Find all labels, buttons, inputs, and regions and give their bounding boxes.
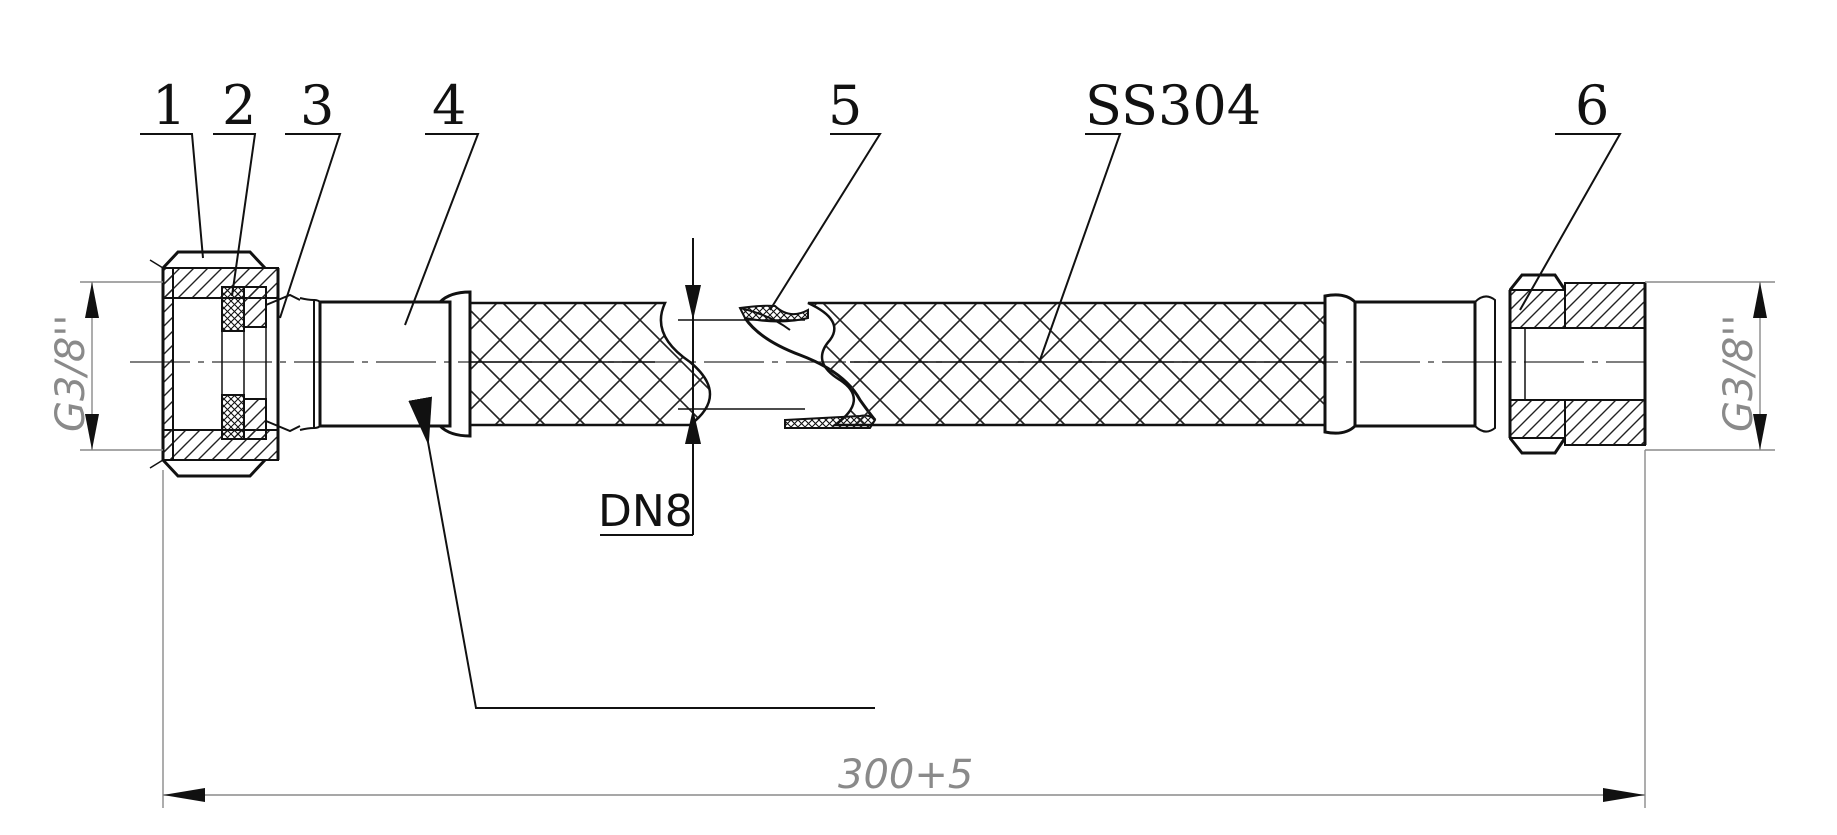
callout-5: 5	[828, 74, 862, 137]
callout-3: 3	[300, 74, 334, 137]
left-thread-dimension	[80, 281, 163, 451]
right-ferrule	[1323, 293, 1496, 435]
right-fitting	[1508, 273, 1647, 455]
left-thread-label: G3/8''	[48, 315, 94, 432]
callout-ss304: SS304	[1085, 74, 1261, 137]
braided-hose-left	[468, 301, 712, 427]
right-thread-label: G3/8''	[1716, 315, 1762, 432]
callout-leaders	[140, 133, 1622, 709]
overall-length-label: 300+5	[838, 752, 973, 798]
overall-length-dimension	[162, 450, 1646, 808]
left-ferrule	[299, 290, 472, 438]
callout-2: 2	[222, 74, 256, 137]
callout-4: 4	[432, 74, 466, 137]
left-nut	[149, 250, 280, 478]
braided-hose-right	[807, 301, 1327, 427]
callout-1: 1	[152, 74, 186, 137]
insert	[243, 286, 301, 440]
right-thread-dimension	[1645, 281, 1775, 451]
callout-6: 6	[1575, 74, 1609, 137]
washer-bottom	[221, 394, 245, 440]
dn8-label: DN8	[598, 486, 693, 537]
dn8-dimension	[600, 238, 805, 536]
